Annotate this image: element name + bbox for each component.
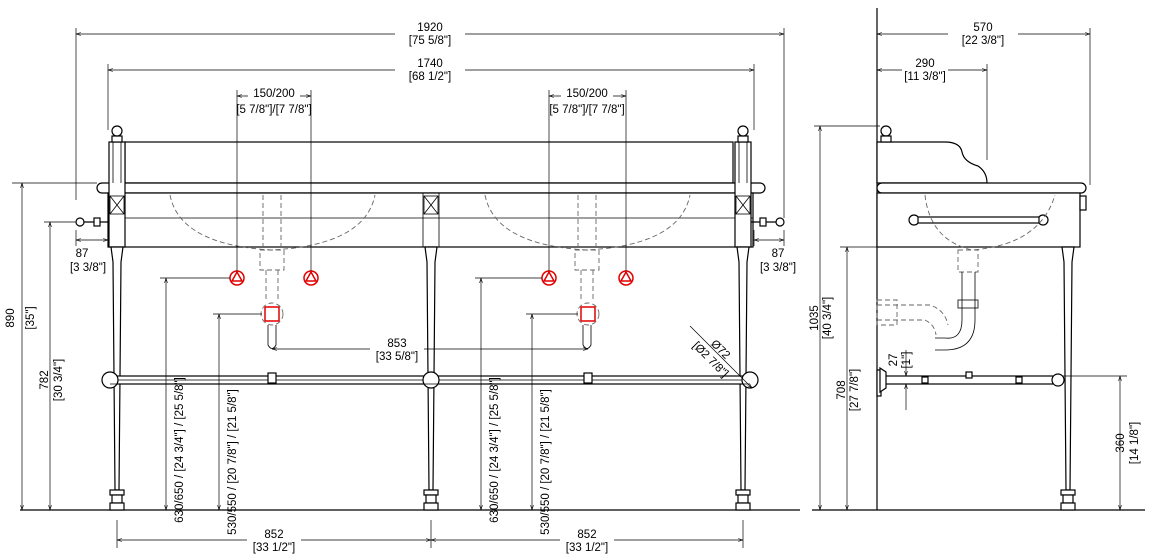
post-right <box>734 125 752 248</box>
dim-drain-left: 530/550 / [20 7/8"] / [21 5/8"] <box>227 389 239 535</box>
dim-bay-left: 852 [33 1/2"] <box>116 520 432 554</box>
dim-top-width: 1740 [68 1/2"] <box>107 56 755 130</box>
dim-708-mm: 708 <box>836 380 848 399</box>
dim-852-left-inch: [33 1/2"] <box>253 542 295 554</box>
counter-top <box>96 182 766 194</box>
dim-overhang-right: 87 [3 3/8"] <box>753 230 796 274</box>
dim-tap-spacing-left: 150/200 [5 7/8"]/[7 7/8"] <box>236 86 312 271</box>
dim-87-right-inch: [3 3/8"] <box>760 262 796 274</box>
side-towel-bar <box>908 214 1049 226</box>
dim-tap-left-mm: 150/200 <box>253 88 295 100</box>
dim-supply-right: 630/650 / [24 3/4"] / [25 5/8"] <box>489 377 501 523</box>
dim-tap-spacing-right: 150/200 [5 7/8"]/[7 7/8"] <box>548 86 627 271</box>
dim-360-mm: 360 <box>1115 433 1127 452</box>
dim-852-left-mm: 852 <box>264 529 283 541</box>
side-leg <box>1060 246 1076 511</box>
front-elevation: 1920 [75 5/8"] 1740 [68 1/2"] 150/200 [5… <box>5 20 800 554</box>
leg-right <box>735 246 751 511</box>
dim-tap-right-mm: 150/200 <box>566 88 608 100</box>
dim-87-left-inch: [3 3/8"] <box>70 262 106 274</box>
dim-708-inch: [27 7/8"] <box>849 369 861 411</box>
lower-stretcher <box>101 371 759 389</box>
towel-knob-left <box>75 217 109 227</box>
dim-bay-right: 852 [33 1/2"] <box>431 520 744 554</box>
dim-tap-left-inch: [5 7/8"]/[7 7/8"] <box>236 104 311 116</box>
dim-counter-height: 782 [30 3/4"] <box>39 221 76 510</box>
post-left <box>108 125 126 248</box>
backsplash <box>124 141 734 184</box>
dim-87-left-mm: 87 <box>76 248 89 260</box>
dim-890-inch: [35"] <box>25 306 37 329</box>
dim-1035-mm: 1035 <box>809 305 821 331</box>
dim-side-rail-height: 360 [14 1/8"] <box>1062 375 1141 510</box>
side-basin-hidden <box>924 194 1056 251</box>
dim-87-right-mm: 87 <box>772 248 785 260</box>
leg-middle <box>423 246 439 511</box>
dim-drain-height-left: 530/550 / [20 7/8"] / [21 5/8"] <box>213 313 262 535</box>
dim-supply-left: 630/650 / [24 3/4"] / [25 5/8"] <box>174 377 186 523</box>
dim-side-apron-height: 708 [27 7/8"] <box>836 246 877 510</box>
dim-1035-inch: [40 3/4"] <box>822 297 834 339</box>
dim-tap-right-inch: [5 7/8"]/[7 7/8"] <box>549 104 624 116</box>
dim-supply-height-left: 630/650 / [24 3/4"] / [25 5/8"] <box>160 277 230 523</box>
dim-side-backsplash: 290 [11 3/8"] <box>877 56 988 160</box>
dim-853-inch: [33 5/8"] <box>376 351 418 363</box>
dim-890-mm: 890 <box>5 308 17 327</box>
dim-782-mm: 782 <box>39 370 51 389</box>
basin-left-hidden <box>169 194 376 349</box>
side-trap <box>876 249 979 351</box>
dim-1740-inch: [68 1/2"] <box>409 71 451 83</box>
dim-290-mm: 290 <box>915 58 934 70</box>
dim-782-inch: [30 3/4"] <box>53 359 65 401</box>
dim-basin-centers: 853 [33 5/8"] <box>272 337 588 363</box>
dim-27-inch: [1"] <box>901 352 913 369</box>
dim-1740-mm: 1740 <box>417 58 443 70</box>
dim-360-inch: [14 1/8"] <box>1129 422 1141 464</box>
dim-total-height: 890 [35"] <box>5 182 97 510</box>
side-counter-top <box>876 182 1087 194</box>
dim-drain-right: 530/550 / [20 7/8"] / [21 5/8"] <box>540 389 552 535</box>
dim-overhang-left: 87 [3 3/8"] <box>70 230 109 274</box>
apron <box>107 192 754 248</box>
dim-570-mm: 570 <box>973 22 992 34</box>
dim-side-rail-thickness: 27 [1"] <box>888 350 920 410</box>
dim-supply-height-right: 630/650 / [24 3/4"] / [25 5/8"] <box>475 277 542 523</box>
side-backsplash <box>876 141 988 184</box>
dim-852-right-mm: 852 <box>577 529 596 541</box>
dim-side-total-height: 1035 [40 3/4"] <box>809 125 880 510</box>
leg-left <box>109 246 125 511</box>
side-elevation: 570 [22 3/8"] 290 [11 3/8"] 1035 [40 3/4… <box>809 8 1145 511</box>
dim-overall-width: 1920 [75 5/8"] <box>75 20 785 218</box>
dim-570-inch: [22 3/8"] <box>962 35 1004 47</box>
dim-853-mm: 853 <box>387 338 406 350</box>
side-lower-rail <box>879 366 1065 394</box>
dim-27-mm: 27 <box>888 354 900 367</box>
dim-1920-inch: [75 5/8"] <box>409 35 451 47</box>
dim-side-depth: 570 [22 3/8"] <box>877 20 1091 185</box>
towel-knob-right <box>751 217 785 227</box>
dim-290-inch: [11 3/8"] <box>904 71 946 83</box>
dim-1920-mm: 1920 <box>417 22 443 34</box>
dim-drain-height-right: 530/550 / [20 7/8"] / [21 5/8"] <box>526 313 578 535</box>
dim-852-right-inch: [33 1/2"] <box>566 542 608 554</box>
